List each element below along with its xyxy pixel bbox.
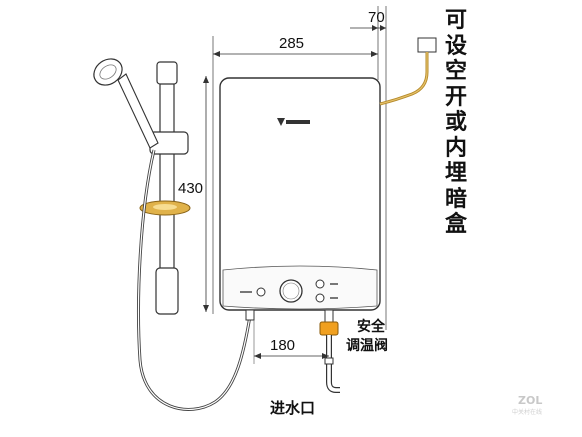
dimension-70: 70 (350, 9, 386, 31)
junction-box-label-char: 盒 (444, 212, 467, 237)
junction-box-label-char: 或 (444, 110, 467, 135)
indicator-top (315, 279, 325, 289)
junction-box-label-char: 内 (444, 135, 467, 161)
dimension-180: 180 (253, 320, 329, 364)
water-inlet-label: 进水口 (270, 399, 315, 417)
outlet-fitting (245, 309, 255, 321)
shower-slide-rail (139, 61, 191, 315)
safety-valve (319, 321, 339, 336)
dimension-430: 430 (178, 76, 209, 312)
safety-valve-label-line2: 调温阀 (346, 337, 388, 354)
safety-valve-label-line1: 安全 (357, 318, 386, 335)
junction-box-label-char: 设 (444, 33, 467, 59)
dimension-70-text: 70 (368, 9, 385, 26)
svg-text:ZOL: ZOL (518, 394, 542, 407)
power-button (256, 287, 266, 297)
junction-box-label: 可设空开或内埋暗盒 (443, 8, 469, 238)
junction-box-label-char: 开 (444, 84, 467, 110)
brand-logo (277, 118, 310, 126)
junction-box-label-char: 埋 (444, 161, 467, 186)
water-heater-body (219, 77, 381, 311)
junction-box-label-char: 空 (444, 59, 467, 84)
power-cable (379, 52, 429, 106)
dimension-430-text: 430 (178, 180, 203, 197)
shower-head (93, 58, 159, 149)
indicator-bottom (315, 293, 325, 303)
dimension-180-text: 180 (270, 337, 295, 354)
dimension-285: 285 (213, 35, 378, 57)
junction-box-label-char: 可 (444, 8, 467, 33)
inlet-pipe (319, 309, 340, 393)
junction-box (417, 37, 437, 53)
zol-watermark: ZOL 中关村在线 (512, 394, 542, 416)
junction-box-label-char: 暗 (444, 186, 467, 212)
dimension-285-text: 285 (279, 35, 304, 52)
svg-text:中关村在线: 中关村在线 (512, 408, 542, 416)
